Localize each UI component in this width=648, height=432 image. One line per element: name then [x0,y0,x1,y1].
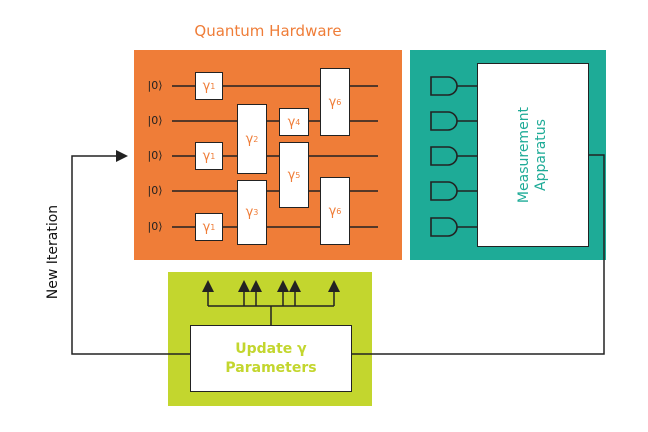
diagram-title: Quantum Hardware [194,22,342,40]
connector-arrow [71,150,190,355]
measurement-panel [477,63,589,247]
qubit-label: |0⟩ [147,184,163,197]
qubit-label: |0⟩ [147,149,163,162]
measurement-label-wrap: Measurement Apparatus [477,63,589,247]
detector-icon [430,146,458,166]
new-iteration-label: New Iteration [45,204,61,300]
qubit-label: |0⟩ [147,79,163,92]
update-parameters-panel: Update γ Parameters [190,325,352,392]
update-parameters-label: Update γ Parameters [225,340,317,376]
detector-icon [430,111,458,131]
qubit-label: |0⟩ [147,220,163,233]
detector-icon [430,76,458,96]
measurement-label: Measurement Apparatus [516,106,549,204]
detector-group [430,76,477,237]
detector-icon [430,181,458,201]
quantum-hardware-box [134,50,402,260]
detector-icon [430,217,458,237]
qubit-label: |0⟩ [147,114,163,127]
parameter-arrows [202,280,340,325]
feedback-loop [71,150,605,355]
connector-line [352,154,605,355]
